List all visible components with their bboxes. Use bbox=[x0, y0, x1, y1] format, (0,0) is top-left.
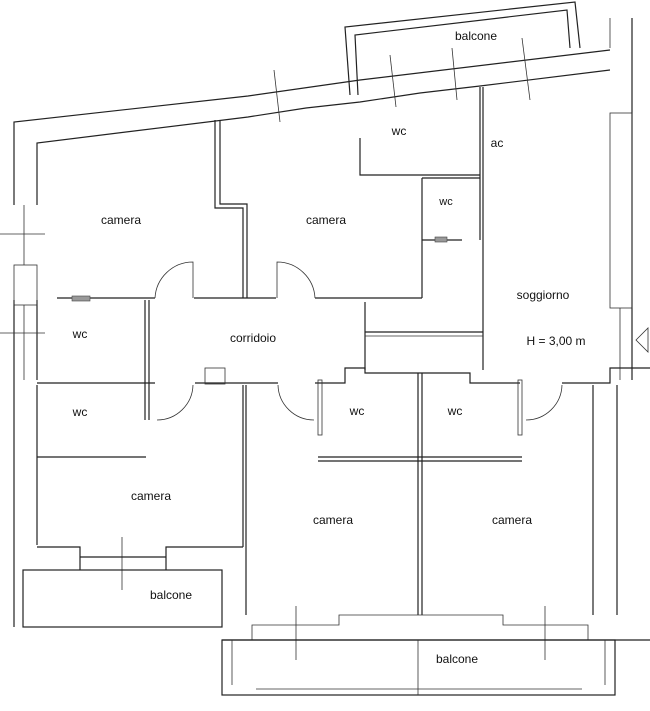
top-balcony-outline bbox=[344, 1, 611, 96]
room-label-camera-bottom-right: camera bbox=[491, 513, 533, 527]
room-label-camera-top-left: camera bbox=[100, 213, 142, 227]
room-label-wc-right: wc bbox=[447, 404, 463, 418]
room-label-balcone-bottom: balcone bbox=[435, 652, 479, 666]
entrance-arrow-icon bbox=[635, 327, 649, 353]
room-label-wc-left-upper: wc bbox=[72, 327, 88, 341]
room-label-camera-bottom-left: camera bbox=[130, 489, 172, 503]
room-label-wc-left-lower: wc bbox=[72, 405, 88, 419]
room-label-soggiorno: soggiorno bbox=[516, 288, 570, 302]
room-label-balcone-left: balcone bbox=[149, 588, 193, 602]
room-label-balcone-top: balcone bbox=[454, 29, 498, 43]
exterior-walls bbox=[13, 18, 633, 627]
room-label-wc-small: wc bbox=[439, 196, 453, 208]
lower-walls bbox=[22, 367, 650, 696]
window-marks bbox=[0, 37, 546, 660]
room-label-camera-bottom-mid: camera bbox=[312, 513, 354, 527]
interior-walls bbox=[57, 87, 563, 421]
room-label-ac: ac bbox=[490, 136, 504, 150]
room-label-camera-top-mid: camera bbox=[305, 213, 347, 227]
room-label-wc-mid: wc bbox=[349, 404, 365, 418]
room-height-note: H = 3,00 m bbox=[526, 334, 586, 348]
room-label-wc-top: wc bbox=[391, 124, 407, 138]
room-label-corridoio: corridoio bbox=[229, 331, 277, 345]
